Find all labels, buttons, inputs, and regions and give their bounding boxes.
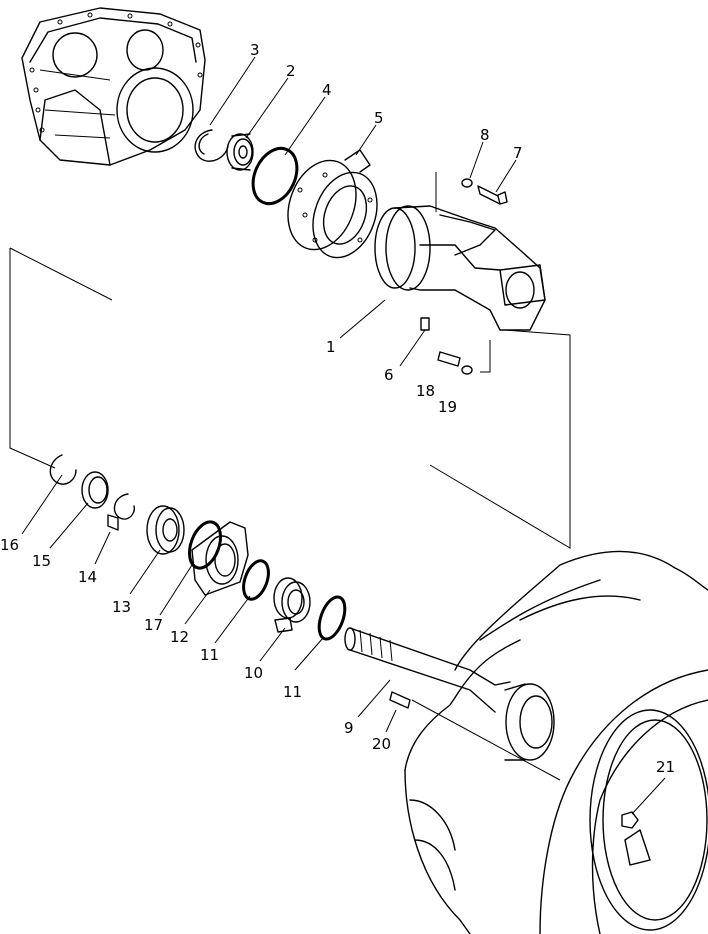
- o-ring-11a: [242, 559, 270, 601]
- callout-15: 15: [32, 552, 51, 570]
- callout-17: 17: [144, 616, 163, 634]
- callout-11b: 11: [283, 683, 302, 701]
- bolt-18: [437, 351, 461, 367]
- callout-13: 13: [112, 598, 131, 616]
- seal-10: [273, 577, 311, 633]
- retainer-12: [191, 521, 249, 596]
- bearing-13: [146, 505, 185, 555]
- snap-ring-16: [49, 454, 77, 485]
- callout-3: 3: [250, 41, 260, 59]
- callout-1: 1: [326, 338, 336, 356]
- callout-12: 12: [170, 628, 189, 646]
- o-ring-17: [187, 520, 223, 570]
- snap-ring-3: [194, 129, 229, 162]
- collar-15: [81, 471, 109, 509]
- callout-6: 6: [384, 366, 394, 384]
- callout-7: 7: [513, 144, 523, 162]
- nut-21: [621, 811, 639, 829]
- callout-20: 20: [372, 735, 391, 753]
- callout-18: 18: [416, 382, 435, 400]
- washer-19: [461, 365, 473, 375]
- washer-8: [461, 178, 473, 188]
- callout-9: 9: [344, 719, 354, 737]
- cage-5: [287, 149, 378, 259]
- callout-19: 19: [438, 398, 457, 416]
- callout-4: 4: [322, 81, 332, 99]
- pin-6: [420, 317, 430, 331]
- callout-16: 16: [0, 536, 19, 554]
- tire: [404, 550, 708, 934]
- callout-5: 5: [374, 109, 384, 127]
- o-ring-11b: [317, 595, 347, 641]
- axle-arm-1: [374, 205, 546, 331]
- bearing-2: [226, 133, 254, 171]
- bolt-20: [389, 691, 411, 709]
- bolt-7: [477, 185, 508, 205]
- callouts: 3 2 4 5 8 7 1 6 18 19 16 15 14 13 17 12 …: [0, 41, 675, 776]
- wheel-rim: [589, 709, 708, 931]
- callout-8: 8: [480, 126, 490, 144]
- o-ring-4: [251, 146, 299, 206]
- axle-housing: [21, 7, 206, 166]
- alignment-lines: [9, 172, 571, 781]
- leader-lines: [21, 56, 666, 815]
- callout-2: 2: [286, 62, 296, 80]
- axle-shaft-9: [344, 627, 555, 761]
- callout-14: 14: [78, 568, 97, 586]
- snap-ring-14: [107, 493, 135, 531]
- callout-21: 21: [656, 758, 675, 776]
- callout-11a: 11: [200, 646, 219, 664]
- callout-10: 10: [244, 664, 263, 682]
